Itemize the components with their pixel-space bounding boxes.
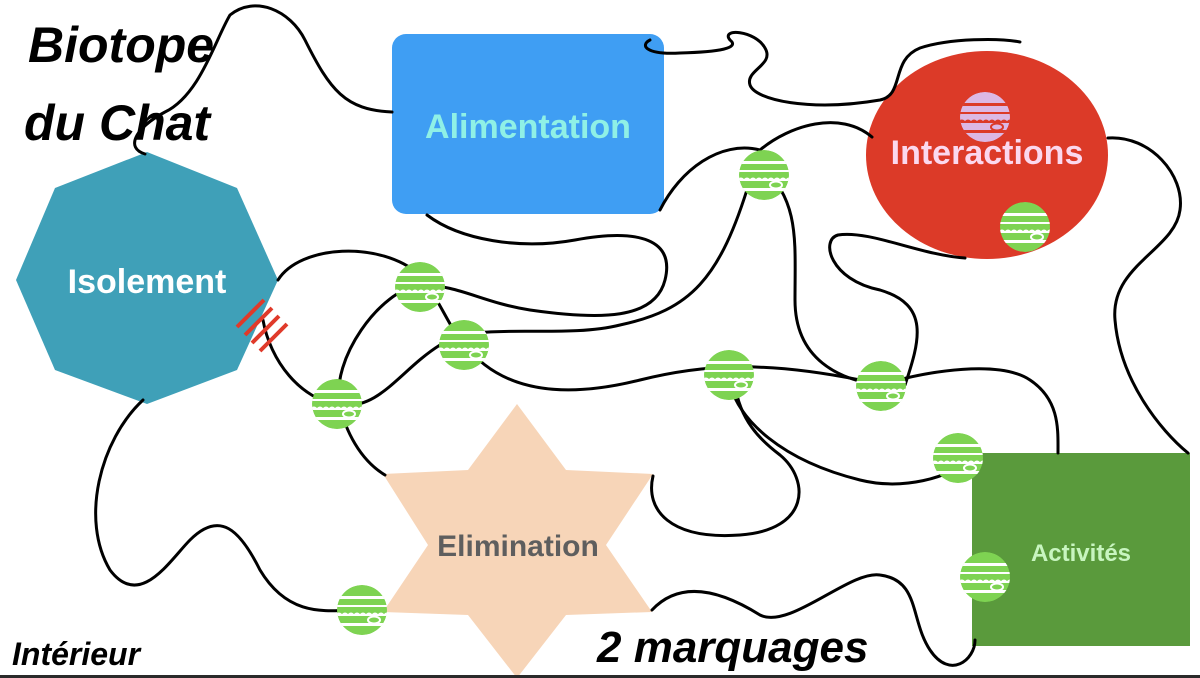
interior-label: Intérieur — [12, 636, 142, 672]
elimination-label: Elimination — [437, 530, 599, 563]
marking-icon — [855, 361, 909, 411]
path-interactions-activites — [1106, 136, 1190, 455]
title-line-1: Biotope — [28, 17, 214, 73]
alimentation-label: Alimentation — [425, 108, 631, 146]
alimentation-node — [392, 34, 664, 214]
path-marker-center — [758, 163, 882, 387]
path-alimentation-interactions-mid — [658, 121, 874, 212]
markings-count-label: 2 marquages — [596, 623, 868, 672]
activites-label: Activités — [1031, 540, 1131, 567]
barrier-marks — [235, 298, 289, 353]
path-interactions-marker — [828, 232, 967, 387]
path-alimentation-interactions-top — [644, 30, 1022, 107]
path-elimination-loop — [650, 383, 801, 538]
path-isolement-bottom — [94, 398, 362, 613]
bottom-border — [0, 675, 1200, 678]
marking-icon — [311, 379, 365, 429]
path-isolement-loop — [276, 249, 862, 392]
marking-icon — [336, 585, 390, 635]
path-elimination-bottom — [650, 573, 977, 667]
interactions-label: Interactions — [891, 134, 1084, 172]
elimination-node — [383, 404, 653, 678]
path-isolement-alimentation — [133, 4, 394, 156]
isolement-label: Isolement — [68, 263, 227, 301]
title-line-2: du Chat — [24, 95, 212, 151]
marking-icon — [703, 350, 757, 400]
connection-lines — [94, 4, 1190, 667]
interactions-node — [866, 51, 1108, 259]
path-alimentation-loop — [418, 213, 669, 318]
activites-node — [972, 453, 1190, 646]
isolement-node — [16, 152, 278, 404]
path-mid-cross — [337, 283, 422, 477]
path-marker-activites — [878, 367, 1060, 455]
